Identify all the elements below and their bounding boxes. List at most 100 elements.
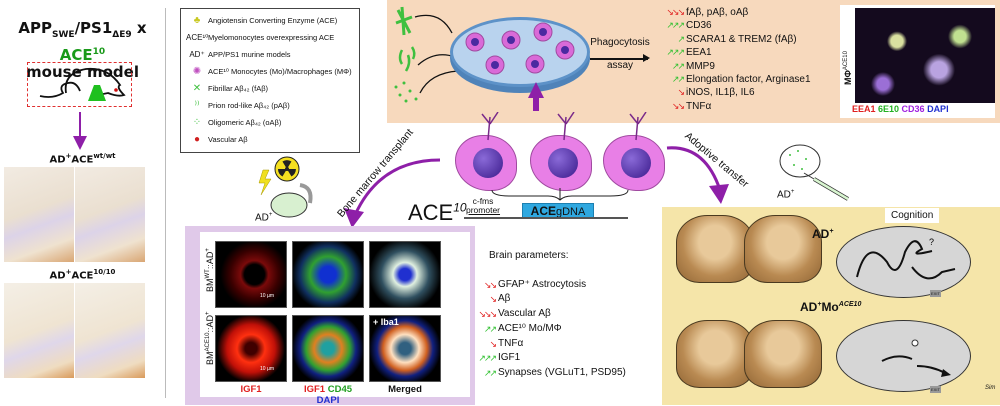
mouse-outline-icon bbox=[39, 67, 126, 101]
brain-section-ad-left bbox=[676, 215, 754, 283]
stain-label: IGF1 bbox=[240, 384, 262, 395]
fluo-ace10-igf1 bbox=[215, 315, 287, 382]
adoptive-donor-label: AD+ bbox=[777, 189, 795, 201]
result-text: Aβ bbox=[498, 293, 511, 305]
ace-transgene-marker bbox=[88, 85, 106, 101]
decrease-arrow-icon: ↘ bbox=[489, 294, 497, 305]
barnes-maze-ad: ? bbox=[836, 226, 971, 298]
result-item: ↗↗ACE¹⁰ Mo/MΦ bbox=[478, 322, 626, 337]
vascular-abeta-icon: ● bbox=[193, 134, 201, 145]
stain-label: CD36 bbox=[899, 104, 925, 114]
cognition-label: Cognition bbox=[885, 208, 940, 223]
dish-cells bbox=[465, 22, 575, 75]
lightbulb-icon bbox=[911, 339, 919, 347]
result-item: ↘↘↘fAβ, pAβ, oAβ bbox=[660, 6, 811, 19]
fluo-wt-igf1 bbox=[215, 241, 287, 308]
iba1-label: + Iba1 bbox=[373, 317, 399, 327]
down-arrow-icon bbox=[73, 112, 87, 150]
petri-dish bbox=[450, 17, 590, 87]
legend-text: Myelomonocytes overexpressing ACE bbox=[208, 33, 335, 42]
nucleus bbox=[621, 148, 651, 178]
exit-box-ace10: EXIT bbox=[930, 386, 941, 393]
legend-text: APP/PS1 murine models bbox=[208, 50, 291, 59]
fluo-ace10-merged bbox=[369, 315, 441, 382]
result-text: TNFα bbox=[686, 100, 712, 112]
increase-arrow-icon: ↗↗ bbox=[671, 74, 685, 85]
adoptive-transfer-arrow bbox=[666, 146, 729, 204]
legend-text: Vascular Aβ bbox=[208, 135, 248, 144]
macrophage-icon: ✺ bbox=[192, 66, 202, 77]
nucleus bbox=[473, 148, 503, 178]
brain-section-ad-right bbox=[744, 215, 822, 283]
group-label-ace10: AD+ACE10/10 bbox=[49, 268, 116, 282]
ace10-label: ACE¹⁰ bbox=[186, 33, 209, 42]
prion-abeta-icon: ⁾⁾ bbox=[194, 100, 200, 111]
lightning-icon bbox=[258, 169, 272, 196]
brain-section-ace10-right bbox=[744, 320, 822, 388]
result-text: EEA1 bbox=[686, 47, 712, 59]
result-text: fAβ, pAβ, oAβ bbox=[686, 7, 749, 18]
syringe-icon bbox=[803, 172, 850, 201]
result-text: iNOS, IL1β, IL6 bbox=[686, 87, 755, 99]
stain-label: EEA1 bbox=[852, 104, 876, 114]
result-item: ↘iNOS, IL1β, IL6 bbox=[660, 86, 811, 99]
decrease-arrow-icon: ↘↘ bbox=[483, 279, 497, 290]
barnes-maze-ace10 bbox=[836, 320, 971, 392]
mouse-model-box bbox=[27, 62, 132, 107]
result-item: ↘TNFα bbox=[478, 337, 626, 352]
legend-text: ACE¹⁰ Monocytes (Mo)/Macrophages (MΦ) bbox=[208, 67, 352, 76]
ihc-image-wt-left bbox=[4, 167, 74, 262]
increase-arrow-icon: ↗↗ bbox=[671, 60, 685, 71]
maze-path-ace10 bbox=[881, 339, 951, 377]
group-label-ad: AD+ bbox=[812, 227, 834, 241]
legend-text: Fibrillar Aβ₄₂ (fAβ) bbox=[208, 84, 269, 93]
brain-parameters-list: Brain parameters:↘↘GFAP⁺ Astrocytosis↘Aβ… bbox=[478, 249, 626, 381]
result-item: ↘↘TNFα bbox=[660, 100, 811, 113]
fibrillar-abeta-icon bbox=[395, 6, 413, 36]
ihc-image-ace10-right bbox=[75, 283, 145, 378]
nucleus bbox=[548, 148, 578, 178]
mouse-body bbox=[270, 192, 308, 218]
bone-marrow-arrow bbox=[344, 158, 441, 228]
scale-bar-top: 10 µm bbox=[260, 293, 274, 299]
legend-text: Prion rod-like Aβ₄₂ (pAβ) bbox=[208, 101, 290, 110]
micrograph-panel bbox=[840, 5, 995, 118]
stain-label: 6E10 bbox=[875, 104, 900, 114]
injected-mouse-illustration bbox=[779, 144, 850, 201]
irradiated-mouse-illustration bbox=[258, 156, 313, 218]
group-label-wt: AD+ACEwt/wt bbox=[49, 152, 116, 166]
ace10-construct-label: ACE10 bbox=[408, 200, 467, 225]
result-text: TNFα bbox=[498, 337, 524, 349]
ace10-macrophage-cell-2 bbox=[530, 135, 592, 191]
increase-arrow-icon: ↗↗↗ bbox=[666, 47, 685, 58]
fluo-wt-igf1-cd45-dapi bbox=[292, 241, 364, 308]
legend-item: ✕Fibrillar Aβ₄₂ (fAβ) bbox=[186, 80, 354, 97]
bmt-recipient-label: AD+ bbox=[255, 212, 273, 224]
prion-abeta-icon bbox=[398, 46, 416, 72]
mouse-body bbox=[779, 144, 821, 178]
ad-label: AD⁺ bbox=[189, 50, 205, 59]
ihc-image-ace10-left bbox=[4, 283, 74, 378]
stain-label: IGF1 bbox=[303, 384, 326, 395]
brain-section-ace10-left bbox=[676, 320, 754, 388]
legend-item: ● Vascular Aβ bbox=[186, 131, 354, 148]
phagocytosis-results: ↘↘↘fAβ, pAβ, oAβ↗↗↗CD36↗SCARA1 & TREM2 (… bbox=[660, 6, 811, 113]
row-label-wt: BMWT::AD+ bbox=[205, 248, 215, 292]
micrograph-ylabel: MΦACE10 bbox=[843, 51, 853, 85]
result-item: ↗↗↗CD36 bbox=[660, 19, 811, 32]
maze-path-ad: ? bbox=[856, 237, 956, 280]
legend-item: ⁘Oligomeric Aβ₄₂ (oAβ) bbox=[186, 114, 354, 131]
increase-arrow-icon: ↗↗ bbox=[483, 367, 497, 378]
radiation-icon bbox=[274, 156, 300, 182]
result-item: ↗↗MMP9 bbox=[660, 60, 811, 73]
decrease-arrow-icon: ↘ bbox=[489, 338, 497, 349]
result-item: ↘↘GFAP⁺ Astrocytosis bbox=[478, 278, 626, 293]
result-text: MMP9 bbox=[686, 60, 715, 72]
micrograph-caption: EEA1 6E10 CD36 DAPI bbox=[852, 104, 949, 114]
up-arrow-icon bbox=[528, 82, 544, 98]
macrophage-micrograph bbox=[855, 8, 995, 103]
group-label-ad-mo-ace10: AD+MoACE10 bbox=[800, 300, 862, 314]
